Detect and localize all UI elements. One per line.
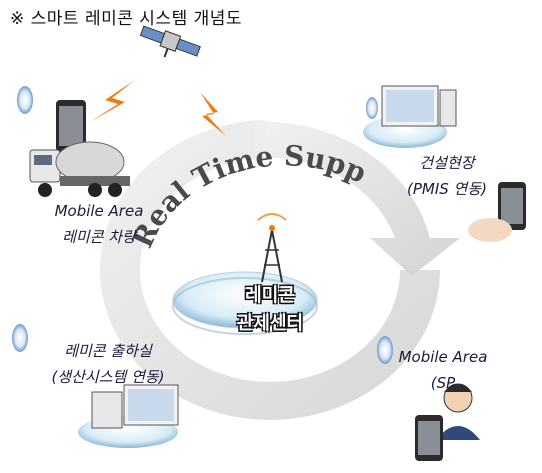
tower-icon (257, 213, 287, 283)
mobile-label: Mobile Area (SP (388, 344, 498, 396)
truck-label: Mobile Area 레미콘 차량 (44, 198, 154, 250)
phone-icon (468, 182, 526, 242)
lightning-icon (90, 80, 135, 122)
cycle-ring (100, 120, 460, 420)
mobile-label-line2: (SP (430, 374, 456, 392)
plant-label-line2: (생산시스템 연동) (51, 368, 165, 386)
monitor-icon (363, 85, 457, 148)
phone-icon (56, 100, 86, 152)
site-label: 건설현장 (PMIS 연동) (392, 150, 502, 202)
plant-label: 레미콘 출하실 (생산시스템 연동) (28, 338, 188, 390)
truck-label-line2: 레미콘 차량 (62, 228, 136, 246)
lightning-icon (200, 92, 226, 136)
truck-icon (29, 141, 130, 197)
node-oval (12, 324, 28, 352)
truck-label-line1: Mobile Area (54, 202, 144, 220)
plant-label-line1: 레미콘 출하실 (64, 342, 152, 360)
node-oval (17, 86, 33, 114)
node-oval (377, 336, 393, 364)
site-label-line1: 건설현장 (419, 154, 475, 172)
node-oval (366, 97, 378, 119)
satellite-icon (139, 25, 201, 58)
person-icon (415, 383, 480, 461)
monitor-icon (78, 384, 179, 448)
site-label-line2: (PMIS 연동) (406, 180, 487, 198)
control-center-line2: 관제센터 (236, 313, 304, 334)
control-center-platform (172, 271, 318, 335)
diagram-title: ※ 스마트 레미콘 시스템 개념도 (10, 9, 243, 29)
control-center-line1: 레미콘 (245, 285, 295, 306)
control-center-label: 레미콘 관제센터 (215, 282, 325, 338)
mobile-label-line1: Mobile Area (398, 348, 488, 366)
